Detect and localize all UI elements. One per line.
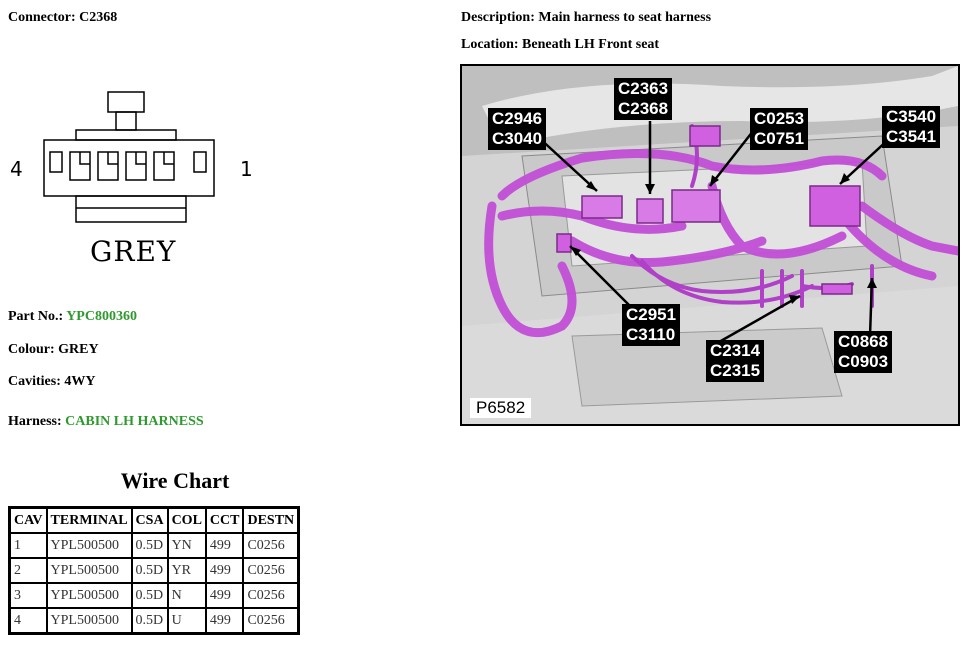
harness-info: Harness: CABIN LH HARNESS: [8, 414, 204, 430]
callout-line: C2951: [626, 305, 677, 324]
table-header-row: CAV TERMINAL CSA COL CCT DESTN: [8, 506, 300, 534]
callout-c2363: C2363 C2368: [614, 78, 673, 120]
part-number-label: Part No.:: [8, 309, 64, 324]
wire-chart-title: Wire Chart: [120, 468, 230, 493]
header-col: COL: [166, 506, 207, 534]
cell-terminal: YPL500500: [45, 557, 133, 584]
cell-destn: C0256: [242, 532, 300, 559]
part-number: Part No.: YPC800360: [8, 309, 137, 325]
location-photo: C2946 C3040 C2363 C2368 C0253 C0751 C354…: [460, 64, 960, 426]
callout-line: C0751: [754, 129, 805, 148]
callout-c2314: C2314 C2315: [706, 340, 765, 382]
callout-line: C2368: [618, 99, 669, 118]
callout-line: C2946: [492, 109, 543, 128]
cell-destn: C0256: [242, 582, 300, 609]
part-number-link[interactable]: YPC800360: [66, 309, 137, 324]
description-label: Description: Main harness to seat harnes…: [461, 10, 712, 25]
cell-col: U: [166, 607, 207, 635]
cell-cct: 499: [204, 532, 245, 559]
header-cct: CCT: [204, 506, 245, 534]
cell-destn: C0256: [242, 557, 300, 584]
cell-terminal: YPL500500: [45, 532, 133, 559]
callout-line: C2314: [710, 341, 761, 360]
callout-line: C3110: [626, 325, 676, 344]
pin-number-left: 4: [10, 157, 23, 181]
harness-label: Harness:: [8, 414, 62, 429]
table-row: 4 YPL500500 0.5D U 499 C0256: [8, 607, 300, 635]
header-csa: CSA: [130, 506, 169, 534]
cell-cct: 499: [204, 557, 245, 584]
table-row: 1 YPL500500 0.5D YN 499 C0256: [8, 532, 300, 559]
table-row: 3 YPL500500 0.5D N 499 C0256: [8, 582, 300, 609]
pin-number-right: 1: [240, 157, 253, 181]
cell-cav: 4: [8, 607, 48, 635]
cell-col: YN: [166, 532, 207, 559]
callout-c0253: C0253 C0751: [750, 108, 809, 150]
cell-terminal: YPL500500: [45, 607, 133, 635]
callout-line: C3540: [886, 107, 937, 126]
colour-info: Colour: GREY: [8, 342, 99, 357]
location-label: Location: Beneath LH Front seat: [461, 37, 660, 52]
callout-line: C0868: [838, 332, 889, 351]
photo-reference-number: P6582: [470, 398, 532, 418]
connector-colour-text: GREY: [90, 235, 177, 268]
connector-face-diagram: [43, 91, 215, 223]
cell-csa: 0.5D: [130, 557, 169, 584]
cell-csa: 0.5D: [130, 582, 169, 609]
callout-line: C2363: [618, 79, 669, 98]
harness-link[interactable]: CABIN LH HARNESS: [65, 414, 204, 429]
callout-line: C3040: [492, 129, 543, 148]
cell-csa: 0.5D: [130, 532, 169, 559]
header-destn: DESTN: [242, 506, 300, 534]
callout-line: C3541: [886, 127, 937, 146]
callout-c2951: C2951 C3110: [622, 304, 681, 346]
connector-label: Connector: C2368: [8, 10, 118, 25]
callout-c3540: C3540 C3541: [882, 106, 941, 148]
header-cav: CAV: [8, 506, 48, 534]
cavities-info: Cavities: 4WY: [8, 374, 96, 389]
cell-cav: 1: [8, 532, 48, 559]
cell-csa: 0.5D: [130, 607, 169, 635]
cell-col: N: [166, 582, 207, 609]
header-terminal: TERMINAL: [45, 506, 133, 534]
wire-chart-table: CAV TERMINAL CSA COL CCT DESTN 1 YPL5005…: [8, 506, 301, 635]
cell-cav: 2: [8, 557, 48, 584]
cell-col: YR: [166, 557, 207, 584]
cell-cav: 3: [8, 582, 48, 609]
cell-cct: 499: [204, 582, 245, 609]
callout-line: C0253: [754, 109, 805, 128]
callout-line: C0903: [838, 352, 889, 371]
callout-c2946: C2946 C3040: [488, 108, 547, 150]
callout-c0868: C0868 C0903: [834, 331, 893, 373]
callout-line: C2315: [710, 361, 761, 380]
cell-cct: 499: [204, 607, 245, 635]
cell-destn: C0256: [242, 607, 300, 635]
table-row: 2 YPL500500 0.5D YR 499 C0256: [8, 557, 300, 584]
cell-terminal: YPL500500: [45, 582, 133, 609]
